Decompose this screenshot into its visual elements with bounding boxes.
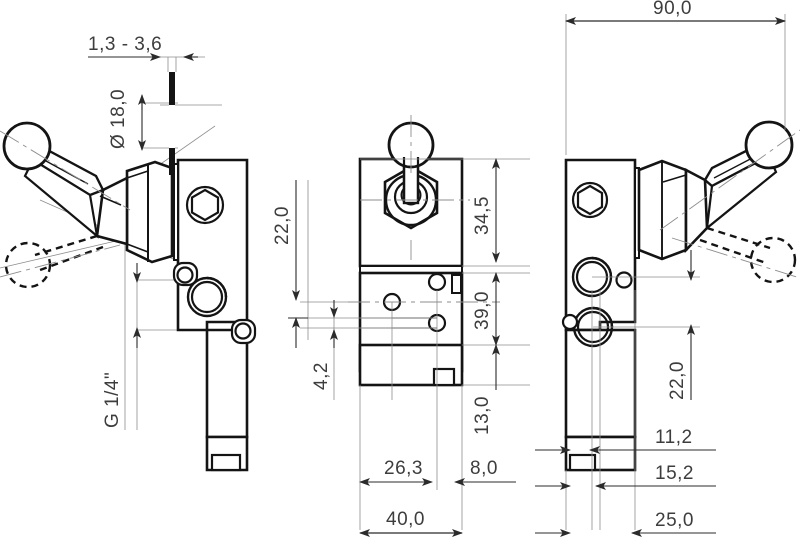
dim-345-label: 34,5 (472, 196, 493, 235)
dim-250-label: 25,0 (655, 510, 694, 531)
left-port-main-arc (206, 276, 228, 298)
dim-263-label: 26,3 (384, 458, 423, 479)
right-port-small-upper (615, 271, 633, 289)
right-lever-ball-alt (749, 236, 797, 284)
dim-80-label: 8,0 (470, 458, 498, 479)
left-cone-detail (99, 195, 122, 206)
right-port-top-arc (591, 256, 613, 278)
right-port-small-lower (561, 313, 579, 331)
left-lever-ball-alt (4, 241, 52, 289)
right-hex-socket-outer (571, 181, 609, 219)
center-side-slot (451, 274, 462, 294)
left-lever-alt-position (4, 234, 104, 289)
left-hex-nut-edge3 (126, 243, 149, 253)
right-lever-alt-position (699, 226, 797, 284)
right-base-notch (568, 453, 597, 472)
dim-22-right-label: 22,0 (667, 361, 688, 400)
right-hex-socket (571, 181, 609, 219)
left-hex-socket (185, 185, 225, 225)
center-view-dimensions: 22,0 4,2 34,5 39,0 13,0 26,3 8,0 40,0 (272, 158, 516, 537)
plate-lower-slit (169, 148, 175, 175)
dim-knob-diameter-label: Ø 18,0 (108, 89, 129, 149)
dim-42-label: 4,2 (311, 362, 332, 390)
right-extension-lines (565, 14, 786, 530)
right-lever-centerlines (659, 129, 800, 279)
right-mid-body (564, 328, 637, 439)
left-lever-shaft-line (45, 160, 89, 185)
left-lever-centerlines (0, 130, 131, 278)
right-view-dimensions: 90,0 22,0 11,2 15,2 25,0 (535, 0, 786, 537)
left-port-main-inner (190, 280, 224, 314)
left-port-small-bottom (234, 322, 252, 340)
dim-lever-travel-label: 1,3 - 3,6 (88, 34, 162, 55)
dim-112-label: 11,2 (655, 427, 693, 448)
left-view-group (0, 56, 257, 472)
right-lever-assembly (703, 120, 794, 231)
dim-130-label: 13,0 (472, 396, 493, 435)
right-port-bottom-arc (592, 306, 614, 328)
center-base-notch (432, 367, 456, 387)
left-flange-plate (173, 163, 179, 261)
left-view-dimensions: 1,3 - 3,6 Ø 18,0 G 1/4" (88, 34, 198, 428)
left-base-notch (210, 453, 242, 472)
right-hex-socket-inner (576, 184, 604, 216)
left-hex-socket-inner (190, 188, 220, 222)
dim-900-label: 90,0 (653, 0, 692, 19)
left-hex-socket-outer (185, 185, 225, 225)
left-lever-ball-knob (2, 121, 52, 171)
center-port-upper-right (427, 272, 447, 292)
center-view-group (300, 115, 530, 530)
plate-upper-slit (169, 72, 175, 105)
center-centerlines (348, 115, 500, 303)
dim-22-center-label: 22,0 (272, 206, 293, 245)
dim-port-thread-label: G 1/4" (102, 372, 123, 428)
dim-390-label: 39,0 (472, 291, 493, 330)
dim-152-label: 15,2 (655, 463, 694, 484)
left-port-small-top (176, 266, 194, 284)
right-lever-ball-knob (744, 120, 794, 170)
left-ports (172, 261, 257, 345)
right-view-group (561, 14, 800, 530)
right-lever-nut (634, 159, 709, 261)
left-mid-body-outline (205, 328, 249, 439)
dim-400-label: 40,0 (386, 509, 425, 530)
right-hex-nut-edge2 (662, 174, 687, 183)
left-view-body (176, 158, 249, 472)
left-hex-nut-edge2 (126, 170, 149, 179)
left-hex-nut-body (125, 160, 174, 264)
